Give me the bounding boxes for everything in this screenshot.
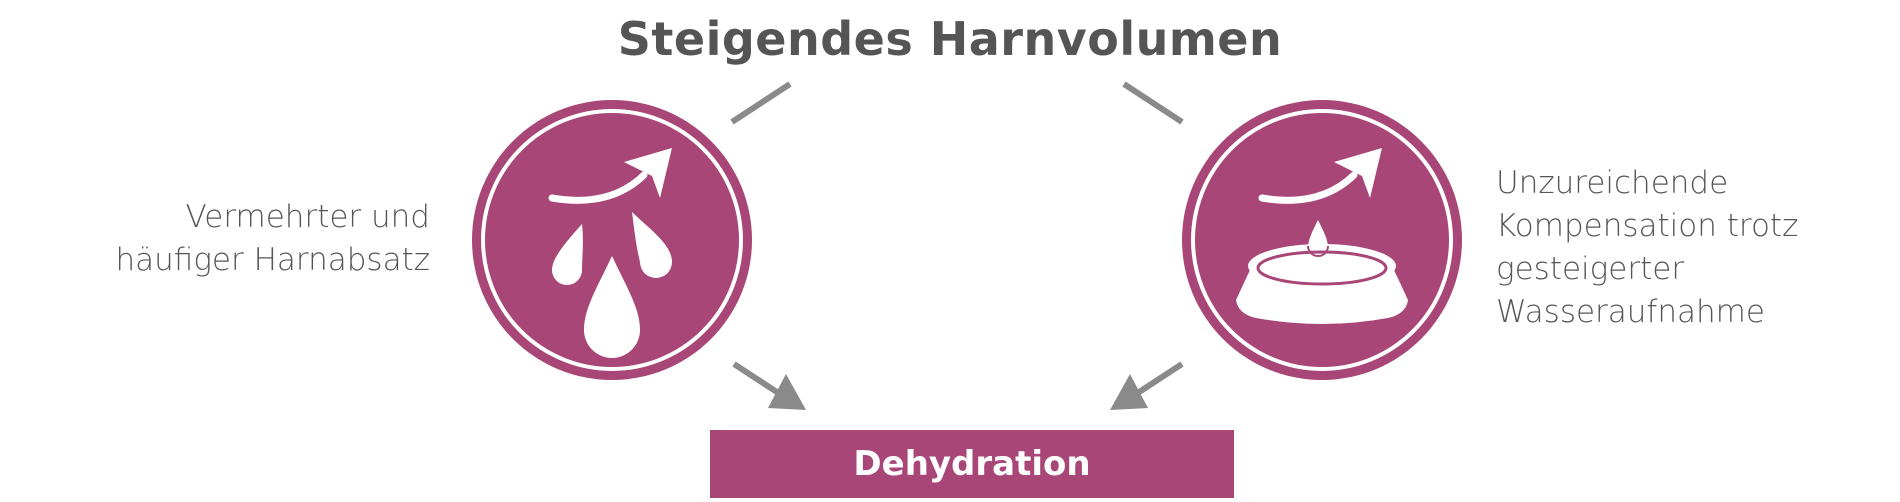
water-bowl-icon bbox=[1182, 100, 1462, 380]
arrow-left-to-result bbox=[732, 361, 806, 410]
connector-line-right bbox=[1122, 81, 1184, 125]
diagram-title: Steigendes Harnvolumen bbox=[617, 12, 1283, 66]
arrow-right-to-result bbox=[1110, 361, 1184, 410]
right-cause-label: Unzureichende Kompensation trotz gesteig… bbox=[1496, 162, 1896, 334]
left-cause-line: Vermehrter und bbox=[185, 199, 430, 235]
left-cause-label: Vermehrter und häufiger Harnabsatz bbox=[70, 196, 431, 282]
dehydration-label: Dehydration bbox=[853, 444, 1091, 484]
right-cause-line: gesteigerter bbox=[1496, 251, 1685, 287]
urine-drops-icon bbox=[472, 100, 752, 380]
connector-line-left bbox=[730, 81, 792, 125]
right-cause-line: Kompensation trotz bbox=[1496, 208, 1799, 244]
right-cause-line: Wasseraufnahme bbox=[1496, 294, 1765, 330]
left-cause-line: häufiger Harnabsatz bbox=[115, 242, 431, 278]
right-cause-line: Unzureichende bbox=[1496, 165, 1729, 201]
dehydration-box: Dehydration bbox=[710, 430, 1234, 498]
